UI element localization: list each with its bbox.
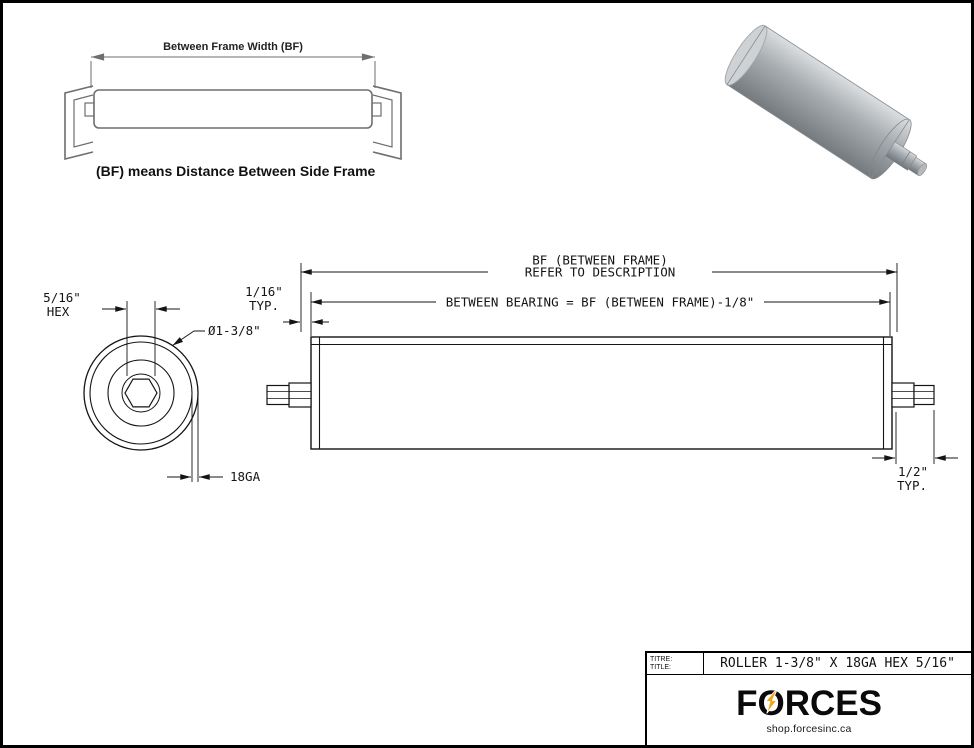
title-label-en: TITLE: xyxy=(650,663,672,671)
left-offset-typ-label: TYP. xyxy=(249,298,279,313)
title-block-row: TITRE: TITLE: ROLLER 1-3/8" X 18GA HEX 5… xyxy=(647,653,971,675)
forces-logo: F O RCES xyxy=(736,686,882,721)
logo-letter-o: O xyxy=(757,686,784,721)
logo-letter-f: F xyxy=(736,683,758,723)
between-bearing-label: BETWEEN BEARING = BF (BETWEEN FRAME)-1/8… xyxy=(446,295,755,310)
roller-3d-render xyxy=(724,24,928,180)
left-shaft xyxy=(288,382,312,408)
bf-legend-diagram xyxy=(64,53,402,161)
logo-area: F O RCES shop.forcesinc.ca xyxy=(647,675,971,745)
bf-dim-label-line1: BF (BETWEEN FRAME) xyxy=(532,253,667,268)
title-label-fr: TITRE: xyxy=(650,655,673,663)
website-url: shop.forcesinc.ca xyxy=(766,722,852,735)
bf-legend-caption: (BF) means Distance Between Side Frame xyxy=(96,163,376,179)
right-offset-label: 1/2" xyxy=(898,464,928,479)
roller-side-view xyxy=(266,336,935,450)
right-side-frame xyxy=(372,85,402,161)
roller-end-view xyxy=(83,301,223,482)
logo-letters-rest: RCES xyxy=(784,683,882,723)
left-side-frame xyxy=(64,85,94,161)
hex-word-label: HEX xyxy=(47,304,70,319)
lightning-bolt-icon xyxy=(765,691,778,714)
bf-dim-label-line2: REFER TO DESCRIPTION xyxy=(525,265,676,280)
right-offset-typ-label: TYP. xyxy=(897,478,927,493)
gauge-label: 18GA xyxy=(230,469,261,484)
part-name: ROLLER 1-3/8" X 18GA HEX 5/16" xyxy=(720,656,955,671)
hex-size-label: 5/16" xyxy=(43,290,81,305)
title-labels: TITRE: TITLE: xyxy=(647,653,704,674)
left-offset-label: 1/16" xyxy=(245,284,283,299)
title-block: TITRE: TITLE: ROLLER 1-3/8" X 18GA HEX 5… xyxy=(645,651,971,745)
right-shaft xyxy=(891,382,915,408)
legend-roller xyxy=(93,89,373,129)
hex-bore xyxy=(124,378,158,408)
bf-legend-dim-label: Between Frame Width (BF) xyxy=(163,41,303,53)
side-view-dimensions xyxy=(283,263,958,464)
diameter-label: Ø1-3/8" xyxy=(208,323,261,338)
